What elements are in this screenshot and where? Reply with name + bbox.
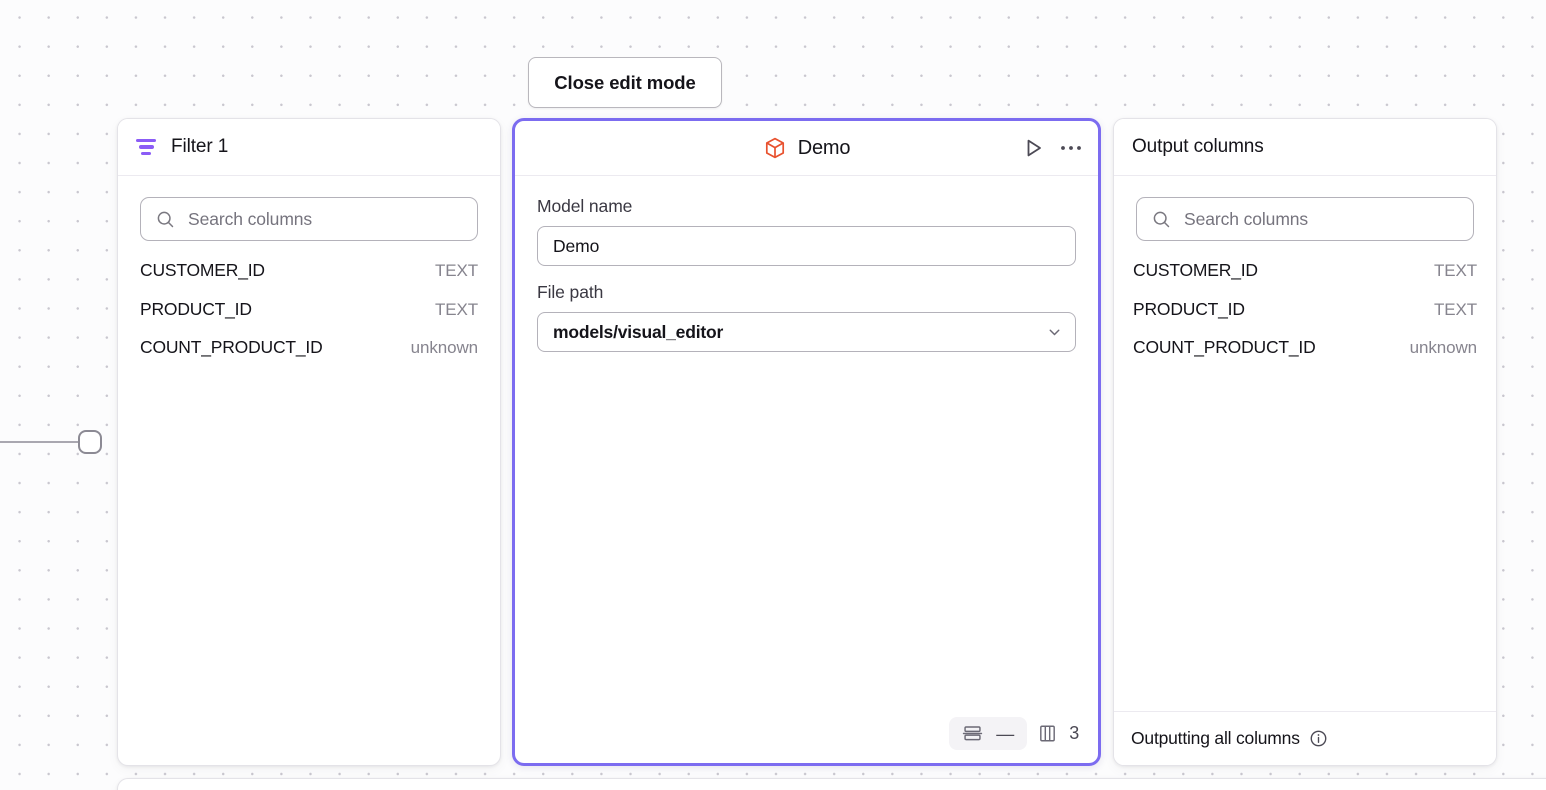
- model-name-label: Model name: [537, 196, 633, 216]
- search-icon: [157, 211, 174, 227]
- outputting-all-columns-label: Outputting all columns: [1131, 728, 1300, 748]
- rows-icon: [962, 726, 983, 741]
- file-path-value: models/visual_editor: [553, 321, 724, 342]
- column-row[interactable]: PRODUCT_ID TEXT: [140, 299, 478, 338]
- column-name: PRODUCT_ID: [140, 298, 252, 319]
- cube-icon: [765, 137, 784, 159]
- filter-icon: [136, 136, 158, 158]
- bottom-partial-panel[interactable]: [117, 778, 1546, 790]
- column-type: TEXT: [434, 299, 478, 319]
- output-columns-panel[interactable]: Output columns Search columns CUSTOMER_I…: [1113, 118, 1497, 766]
- demo-panel-body: Model name File path models/visual_edito…: [515, 176, 1098, 352]
- column-type: TEXT: [1433, 299, 1477, 319]
- model-name-input[interactable]: [537, 226, 1076, 266]
- column-name: COUNT_PRODUCT_ID: [1133, 337, 1316, 357]
- column-count-group[interactable]: 3: [1037, 723, 1083, 744]
- file-path-label: File path: [537, 282, 604, 302]
- column-type: TEXT: [1433, 261, 1477, 280]
- column-type: TEXT: [434, 261, 478, 280]
- demo-panel-header: Demo: [515, 121, 1098, 176]
- column-type: unknown: [410, 338, 478, 357]
- filter-panel[interactable]: Filter 1 Search columns CUSTOMER_ID TEXT…: [117, 118, 501, 766]
- column-row[interactable]: CUSTOMER_ID TEXT: [140, 260, 478, 299]
- demo-model-panel[interactable]: Demo Model name: [512, 118, 1101, 766]
- output-search-placeholder: Search columns: [1184, 208, 1309, 229]
- column-name: PRODUCT_ID: [1133, 298, 1245, 319]
- output-column-list: CUSTOMER_ID TEXT PRODUCT_ID TEXT COUNT_P…: [1114, 260, 1496, 376]
- filter-panel-title: Filter 1: [171, 136, 229, 157]
- filter-column-list: CUSTOMER_ID TEXT PRODUCT_ID TEXT COUNT_P…: [118, 260, 500, 376]
- column-count-value: 3: [1069, 723, 1079, 743]
- row-count-chip[interactable]: —: [949, 717, 1028, 750]
- output-panel-footer: Outputting all columns: [1114, 711, 1496, 765]
- search-icon: [1153, 211, 1170, 227]
- row-count-value: —: [996, 723, 1015, 744]
- filter-search-input[interactable]: Search columns: [140, 197, 478, 241]
- ellipsis-icon[interactable]: [1059, 143, 1083, 153]
- demo-panel-title: Demo: [797, 136, 851, 159]
- column-row[interactable]: COUNT_PRODUCT_ID unknown: [1133, 337, 1477, 376]
- column-type: unknown: [1409, 338, 1477, 357]
- column-name: CUSTOMER_ID: [140, 260, 265, 280]
- filter-panel-header: Filter 1: [118, 119, 500, 176]
- output-panel-header: Output columns: [1114, 119, 1496, 176]
- output-panel-title: Output columns: [1132, 136, 1264, 157]
- column-row[interactable]: CUSTOMER_ID TEXT: [1133, 260, 1477, 299]
- columns-icon: [1040, 725, 1056, 742]
- filter-search-placeholder: Search columns: [188, 208, 313, 229]
- play-icon[interactable]: [1021, 136, 1045, 160]
- file-path-select[interactable]: models/visual_editor: [537, 312, 1076, 352]
- column-name: COUNT_PRODUCT_ID: [140, 337, 323, 357]
- connector-edge: [0, 441, 80, 443]
- column-row[interactable]: PRODUCT_ID TEXT: [1133, 299, 1477, 338]
- demo-panel-footer: — 3: [949, 717, 1083, 750]
- info-icon[interactable]: [1309, 729, 1328, 748]
- close-edit-mode-button[interactable]: Close edit mode: [528, 57, 722, 108]
- output-search-input[interactable]: Search columns: [1136, 197, 1474, 241]
- column-row[interactable]: COUNT_PRODUCT_ID unknown: [140, 337, 478, 376]
- connector-handle[interactable]: [78, 430, 102, 454]
- column-name: CUSTOMER_ID: [1133, 260, 1258, 280]
